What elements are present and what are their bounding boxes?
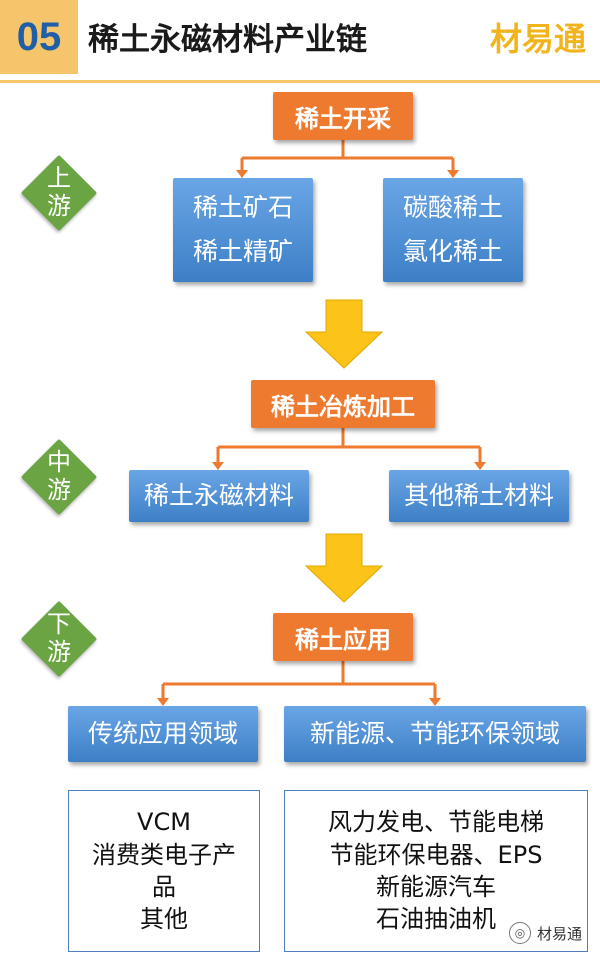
brand-logo-text: 材易通	[489, 20, 586, 58]
smelting-processing-node: 稀土冶炼加工	[251, 380, 435, 428]
list-item: 品	[152, 873, 176, 901]
midstream-tag-line2: 游	[47, 476, 71, 504]
list-item: 石油抽油机	[376, 905, 496, 934]
section-number: 05	[16, 14, 62, 59]
upstream-left-line1: 稀土矿石	[192, 193, 293, 223]
list-item: 消费类电子产	[92, 840, 236, 869]
list-item: 其他	[140, 905, 188, 934]
upstream-tag-line2: 游	[47, 192, 71, 220]
upstream-left-line2: 稀土精矿	[192, 237, 293, 266]
header-divider	[0, 80, 600, 83]
list-item: 新能源汽车	[376, 873, 496, 901]
section-number-badge: 05	[0, 0, 78, 74]
rare-earth-mining-node: 稀土开采	[273, 92, 413, 140]
flow-arrow-1	[304, 299, 384, 369]
new-energy-node: 新能源、节能环保领域	[284, 706, 586, 762]
list-item: 节能环保电器、EPS	[329, 840, 543, 869]
new-energy-applications-list: 风力发电、节能电梯 节能环保电器、EPS 新能源汽车 石油抽油机	[284, 790, 588, 952]
watermark: ◎ 材易通	[508, 922, 582, 944]
list-item: VCM	[137, 808, 191, 837]
upstream-right-line1: 碳酸稀土	[402, 193, 503, 223]
traditional-applications-node: 传统应用领域	[68, 706, 258, 762]
upstream-right-line2: 氯化稀土	[402, 237, 503, 266]
midstream-tag: 中游	[20, 438, 98, 516]
upstream-right-node: 碳酸稀土 氯化稀土	[383, 178, 523, 282]
upstream-tag-line1: 上	[47, 164, 71, 193]
traditional-applications-list: VCM 消费类电子产 品 其他	[68, 790, 260, 952]
downstream-tag-line1: 下	[47, 610, 71, 639]
downstream-tag: 下游	[20, 600, 98, 678]
watermark-text: 材易通	[536, 924, 582, 943]
list-item: 风力发电、节能电梯	[328, 808, 544, 837]
upstream-tag: 上游	[20, 154, 98, 232]
applications-node: 稀土应用	[273, 613, 413, 661]
midstream-tag-line1: 中	[47, 448, 71, 477]
page-title: 稀土永磁材料产业链	[88, 22, 367, 58]
upstream-left-node: 稀土矿石 稀土精矿	[173, 178, 313, 282]
downstream-connector	[161, 661, 437, 700]
upstream-connector	[240, 140, 455, 172]
flow-arrow-2	[304, 533, 384, 603]
midstream-connector	[216, 428, 482, 464]
wechat-icon: ◎	[508, 922, 531, 944]
downstream-tag-line2: 游	[47, 638, 71, 666]
permanent-magnet-node: 稀土永磁材料	[129, 470, 309, 522]
other-materials-node: 其他稀土材料	[389, 470, 569, 522]
